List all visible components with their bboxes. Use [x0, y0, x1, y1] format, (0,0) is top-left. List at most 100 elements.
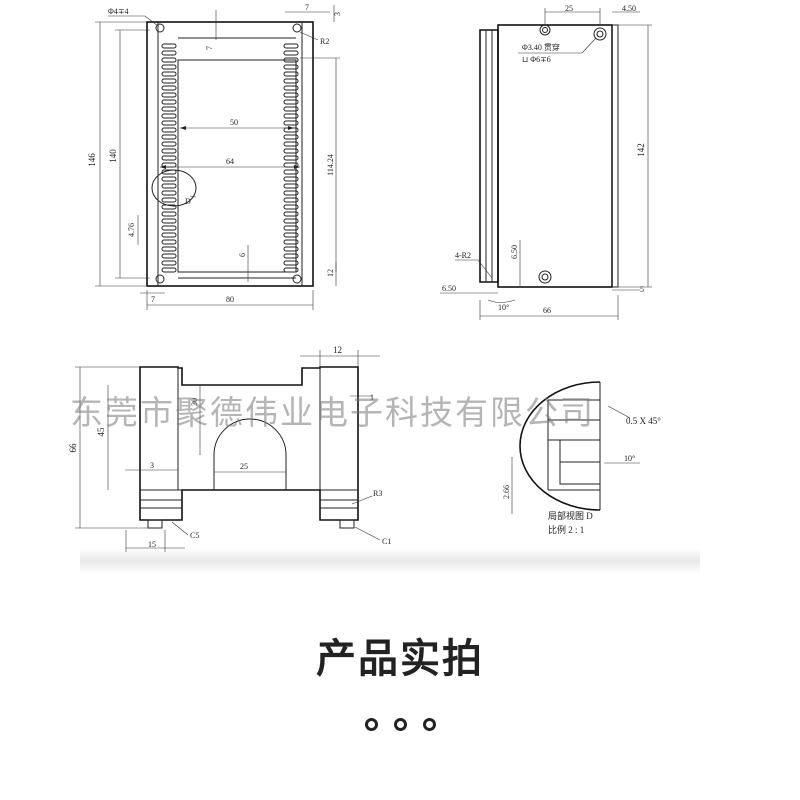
comb-tooth	[283, 71, 299, 77]
comb-tooth	[283, 232, 299, 238]
comb-tooth	[161, 253, 177, 259]
comb-tooth	[283, 43, 299, 49]
hole-spec-2: ⊔ Φ6∓6	[522, 55, 551, 64]
end-dim-45-label: 45	[96, 427, 106, 437]
divider-shadow	[80, 548, 700, 574]
hole-top-left	[155, 23, 165, 33]
comb-tooth	[161, 127, 177, 133]
comb-tooth	[283, 260, 299, 266]
side-dim-142-label: 142	[636, 143, 646, 157]
comb-tooth	[283, 113, 299, 119]
side-view: 25 4.50 Φ3.40 贯穿 ⊔ Φ6∓6 142 4-R2 6.50 6.…	[440, 4, 652, 320]
section-title: 产品实拍	[316, 636, 484, 682]
comb-tooth	[283, 50, 299, 56]
comb-tooth	[283, 85, 299, 91]
technical-drawing: D 146 140 4.76 Φ4∓4 7 7 3 R2 50	[68, 3, 661, 552]
side-dim-4-50-label: 4.50	[622, 4, 636, 13]
comb-tooth	[283, 64, 299, 70]
comb-tooth	[161, 176, 177, 182]
comb-tooth	[283, 225, 299, 231]
comb-tooth	[161, 204, 177, 210]
dim-inner-7-label: 7	[205, 46, 214, 50]
comb-tooth	[283, 218, 299, 224]
detail-caption: 局部视图 D	[548, 510, 593, 521]
detail-scale: 比例 2 : 1	[548, 524, 584, 535]
comb-tooth	[161, 148, 177, 154]
side-angle-label: 10°	[498, 303, 509, 312]
comb-tooth	[161, 106, 177, 112]
detail-marker: D	[185, 197, 191, 206]
comb-tooth	[161, 239, 177, 245]
comb-teeth-right	[283, 43, 299, 273]
detail-d-circle	[151, 169, 197, 207]
dim-4-76-label: 4.76	[127, 223, 136, 237]
comb-tooth	[161, 78, 177, 84]
hole-spec-1: Φ3.40 贯穿	[522, 42, 560, 52]
comb-tooth	[161, 211, 177, 217]
detail-chamfer-label: 0.5 X 45°	[626, 416, 661, 426]
comb-tooth	[283, 183, 299, 189]
comb-tooth	[283, 190, 299, 196]
side-dim-6-50v-label: 6.50	[510, 245, 519, 259]
comb-tooth	[283, 169, 299, 175]
dim-top-7-label: 7	[305, 3, 309, 12]
comb-tooth	[161, 190, 177, 196]
carousel-dot-2[interactable]	[393, 718, 407, 731]
side-hole-top-right	[593, 27, 607, 41]
hole-callout: Φ4∓4	[108, 7, 129, 16]
comb-tooth	[161, 197, 177, 203]
comb-tooth	[161, 43, 177, 49]
front-view: D 146 140 4.76 Φ4∓4 7 7 3 R2 50	[87, 3, 342, 310]
comb-tooth	[161, 246, 177, 252]
detail-dim-2-66-label: 2.66	[502, 485, 511, 499]
dim-bottom-7-label: 7	[151, 295, 155, 304]
comb-tooth	[161, 64, 177, 70]
side-dim-5-label: 5	[640, 285, 644, 294]
comb-teeth-left	[161, 43, 177, 273]
comb-tooth	[283, 246, 299, 252]
comb-tooth	[283, 92, 299, 98]
end-chamfer-c5-label: C5	[190, 531, 199, 540]
side-hole-bottom	[538, 270, 552, 284]
comb-tooth	[283, 106, 299, 112]
end-dim-1-label: 1	[370, 393, 374, 402]
end-dim-66-label: 66	[68, 443, 78, 453]
comb-tooth	[161, 232, 177, 238]
comb-tooth	[161, 50, 177, 56]
comb-tooth	[283, 204, 299, 210]
dim-114-label: 114.24	[326, 154, 335, 176]
comb-tooth	[161, 85, 177, 91]
comb-tooth	[283, 239, 299, 245]
comb-tooth	[283, 78, 299, 84]
comb-tooth	[161, 57, 177, 63]
comb-tooth	[283, 141, 299, 147]
dim-top-3-label: 3	[333, 12, 342, 16]
comb-tooth	[161, 99, 177, 105]
side-radius-label: 4-R2	[455, 251, 471, 260]
comb-tooth	[283, 197, 299, 203]
side-hole-top-left	[539, 24, 551, 36]
comb-tooth	[283, 176, 299, 182]
carousel-dot-3[interactable]	[422, 718, 436, 731]
comb-tooth	[161, 113, 177, 119]
hole-bottom-left	[155, 274, 165, 284]
comb-tooth	[161, 92, 177, 98]
dim-bottom-6-label: 6	[238, 253, 247, 257]
comb-tooth	[283, 267, 299, 273]
end-chamfer-c1-label: C1	[382, 537, 391, 546]
comb-tooth	[283, 57, 299, 63]
hole-top-right	[292, 23, 302, 33]
carousel-dots	[0, 718, 800, 731]
end-dim-30-label: 30	[190, 398, 199, 406]
comb-tooth	[283, 155, 299, 161]
hole-bottom-right	[292, 274, 302, 284]
carousel-dot-1[interactable]	[364, 718, 378, 731]
comb-tooth	[161, 260, 177, 266]
end-radius-r3-label: R3	[373, 489, 382, 498]
end-dim-12-label: 12	[333, 345, 342, 355]
comb-tooth	[283, 99, 299, 105]
comb-tooth	[161, 120, 177, 126]
dim-50-label: 50	[230, 118, 238, 127]
dim-140-label: 140	[108, 149, 118, 163]
detail-angle-label: 10°	[624, 454, 635, 463]
